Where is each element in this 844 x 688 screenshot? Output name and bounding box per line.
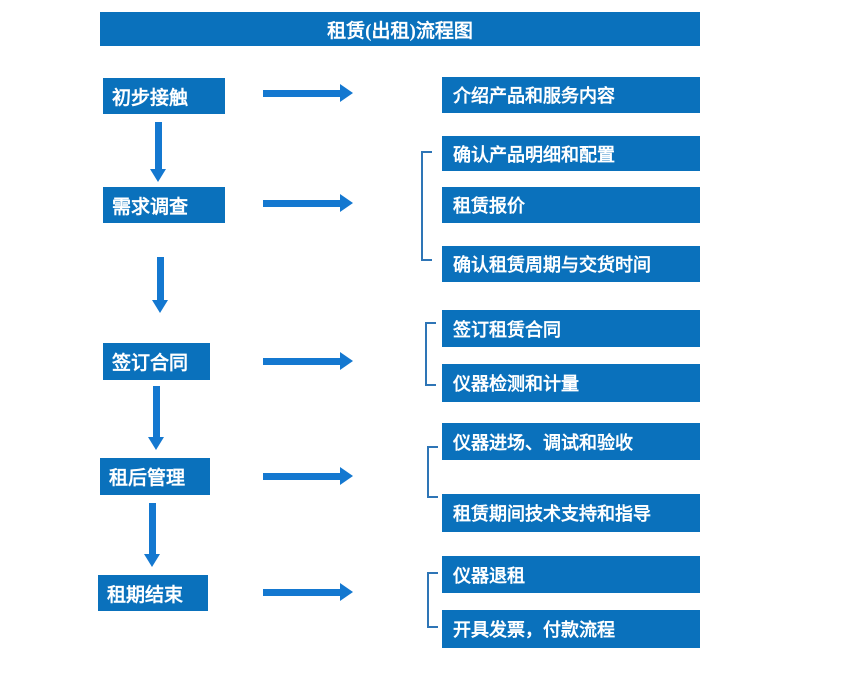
detail-box-intro-products-services: 介绍产品和服务内容 <box>442 77 700 113</box>
arrow-shaft <box>149 503 156 554</box>
connector-bracket-rental-end <box>427 572 438 628</box>
diagram-title: 租赁(出租)流程图 <box>327 20 473 42</box>
flow-arrow-down-2 <box>152 257 169 313</box>
detail-box-confirm-period-delivery: 确认租赁周期与交货时间 <box>442 246 700 282</box>
flow-arrow-right-3 <box>263 352 353 370</box>
flow-arrow-right-1 <box>263 84 353 102</box>
diagram-title-bar: 租赁(出租)流程图 <box>100 12 700 46</box>
arrow-head <box>340 84 353 102</box>
flow-arrow-right-2 <box>263 194 353 212</box>
arrow-shaft <box>153 386 160 437</box>
arrow-head <box>150 169 166 182</box>
arrow-head <box>152 300 168 313</box>
detail-box-sign-rental-contract: 签订租赁合同 <box>442 310 700 347</box>
step-box-demand-survey: 需求调查 <box>103 187 225 223</box>
flow-arrow-down-3 <box>148 386 165 450</box>
arrow-shaft <box>263 358 340 365</box>
detail-box-confirm-product-config: 确认产品明细和配置 <box>442 136 700 171</box>
step-box-sign-contract: 签订合同 <box>103 343 210 380</box>
arrow-head <box>148 437 164 450</box>
arrow-shaft <box>263 200 340 207</box>
detail-box-tech-support-guidance: 租赁期间技术支持和指导 <box>442 494 700 532</box>
connector-bracket-post-rental <box>427 446 438 498</box>
arrow-head <box>340 467 353 485</box>
arrow-shaft <box>155 122 162 169</box>
detail-box-invoice-payment: 开具发票，付款流程 <box>442 610 700 648</box>
connector-bracket-sign-contract <box>425 322 436 386</box>
detail-box-instrument-return: 仪器退租 <box>442 556 700 593</box>
arrow-shaft <box>263 589 340 596</box>
detail-box-instrument-testing-metering: 仪器检测和计量 <box>442 364 700 402</box>
arrow-shaft <box>263 473 340 480</box>
connector-bracket-demand-survey <box>421 151 432 261</box>
flow-arrow-down-1 <box>150 122 167 182</box>
arrow-head <box>340 583 353 601</box>
arrow-head <box>340 194 353 212</box>
detail-box-instrument-setup-acceptance: 仪器进场、调试和验收 <box>442 423 700 460</box>
flow-arrow-right-4 <box>263 467 353 485</box>
step-box-initial-contact: 初步接触 <box>103 78 225 114</box>
detail-box-rental-quote: 租赁报价 <box>442 187 700 223</box>
step-box-post-rental-management: 租后管理 <box>100 458 210 495</box>
step-box-rental-end: 租期结束 <box>98 575 208 611</box>
arrow-head <box>340 352 353 370</box>
flow-arrow-right-5 <box>263 583 353 601</box>
flow-arrow-down-4 <box>144 503 161 567</box>
arrow-head <box>144 554 160 567</box>
arrow-shaft <box>263 90 340 97</box>
arrow-shaft <box>157 257 164 300</box>
